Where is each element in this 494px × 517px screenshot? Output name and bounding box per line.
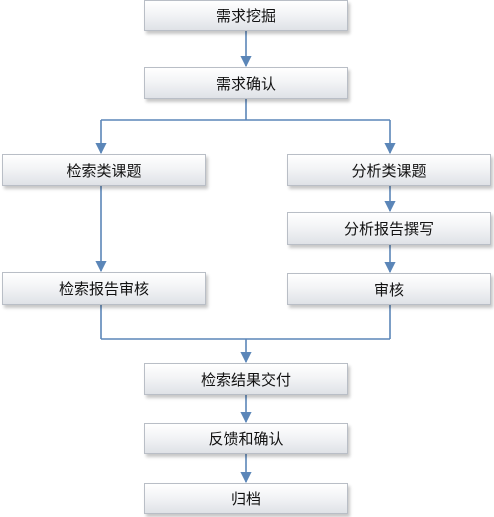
node-demand-mining: 需求挖掘 [144,0,348,31]
node-feedback-confirm: 反馈和确认 [144,423,348,454]
node-analysis-report: 分析报告撰写 [287,212,491,245]
node-retrieval-report-review: 检索报告审核 [2,272,206,305]
node-result-delivery: 检索结果交付 [144,363,348,395]
node-archive: 归档 [144,483,348,514]
node-demand-confirm: 需求确认 [144,67,348,99]
node-retrieval-topic: 检索类课题 [2,154,206,186]
node-review: 审核 [287,273,491,305]
node-analysis-topic: 分析类课题 [287,154,491,186]
